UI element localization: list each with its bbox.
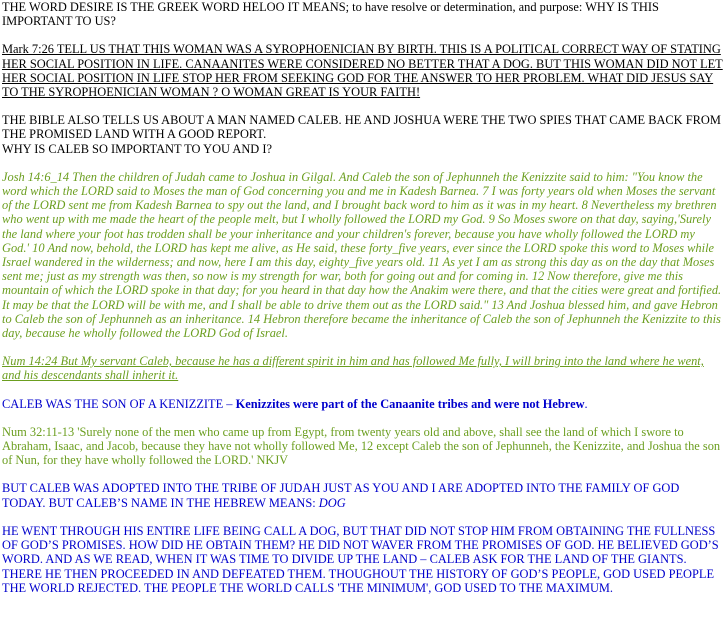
scripture-numbers-14-24: Num 14:24 But My servant Caleb, because … bbox=[2, 354, 704, 383]
caleb-intro-line1: THE BIBLE ALSO TELLS US ABOUT A MAN NAME… bbox=[2, 113, 721, 142]
paragraph-desire: THE WORD DESIRE IS THE GREEK WORD HELOO … bbox=[2, 0, 659, 29]
scripture-joshua-14: Josh 14:6_14 Then the children of Judah … bbox=[2, 169, 722, 341]
paragraph-caleb-life: HE WENT THROUGH HIS ENTIRE LIFE BEING CA… bbox=[2, 523, 719, 595]
paragraph-caleb-adopted: BUT CALEB WAS ADOPTED INTO THE TRIBE OF … bbox=[2, 481, 724, 509]
caleb-intro-question: WHY IS CALEB SO IMPORTANT TO YOU AND I? bbox=[2, 141, 272, 156]
caleb-adopted-text: BUT CALEB WAS ADOPTED INTO THE TRIBE OF … bbox=[2, 481, 680, 510]
kenizzite-bold: Kenizzites were part of the Canaanite tr… bbox=[235, 396, 585, 411]
caleb-name-meaning: DOG bbox=[318, 495, 346, 510]
scripture-numbers-32: Num 32:11-13 'Surely none of the men who… bbox=[2, 424, 721, 468]
kenizzite-end: . bbox=[584, 396, 588, 411]
kenizzite-lead: CALEB WAS THE SON OF A KENIZZITE – bbox=[2, 396, 236, 411]
paragraph-mark-7-26: Mark 7:26 TELL US THAT THIS WOMAN WAS A … bbox=[2, 42, 723, 100]
paragraph-kenizzite: CALEB WAS THE SON OF A KENIZZITE – Keniz… bbox=[2, 397, 724, 411]
paragraph-caleb-intro: THE BIBLE ALSO TELLS US ABOUT A MAN NAME… bbox=[2, 113, 724, 156]
